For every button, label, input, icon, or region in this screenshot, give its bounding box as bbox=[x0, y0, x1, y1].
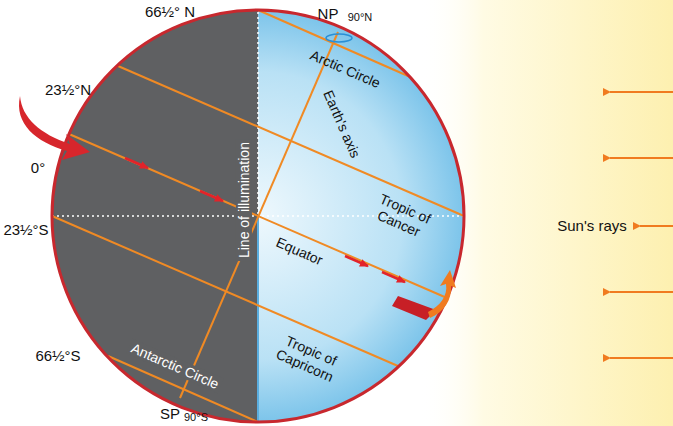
rotation-arrow bbox=[345, 256, 368, 266]
sun-ray-arrow bbox=[610, 91, 673, 93]
sun-ray-arrow bbox=[610, 157, 673, 159]
pole-label: 90°S bbox=[184, 411, 208, 424]
sun-ray-arrow bbox=[640, 225, 673, 227]
latitude-label: 66½°S bbox=[35, 347, 80, 364]
sun-ray-arrow bbox=[610, 291, 673, 293]
rotation-arrow bbox=[382, 272, 405, 282]
rotation-arrow-curved bbox=[428, 270, 456, 318]
illumination-line bbox=[257, 216, 259, 421]
rotation-arrow bbox=[125, 158, 148, 168]
rotation-arrow-big bbox=[392, 296, 436, 320]
pole-label: NP bbox=[318, 5, 339, 22]
rotation-arrow-big bbox=[19, 96, 90, 160]
globe-rim bbox=[52, 10, 464, 422]
dotted-line bbox=[257, 12, 259, 216]
tropic-capricorn-line bbox=[52, 216, 398, 366]
pole-label: 90°N bbox=[348, 11, 373, 24]
latitude-label: 66½° N bbox=[145, 3, 195, 20]
latitude-label: 0° bbox=[31, 159, 45, 176]
latitude-label: 23½°N bbox=[45, 81, 91, 98]
rotation-ellipse bbox=[326, 34, 352, 42]
sun-ray-arrow bbox=[610, 357, 673, 359]
latitude-label: 23½°S bbox=[3, 221, 48, 238]
rotation-arrow bbox=[200, 191, 223, 201]
illumination-label: Line of illumination bbox=[236, 139, 252, 261]
sun-rays-label: Sun's rays bbox=[557, 217, 627, 234]
day-side bbox=[258, 0, 478, 426]
pole-label: SP bbox=[160, 405, 180, 422]
